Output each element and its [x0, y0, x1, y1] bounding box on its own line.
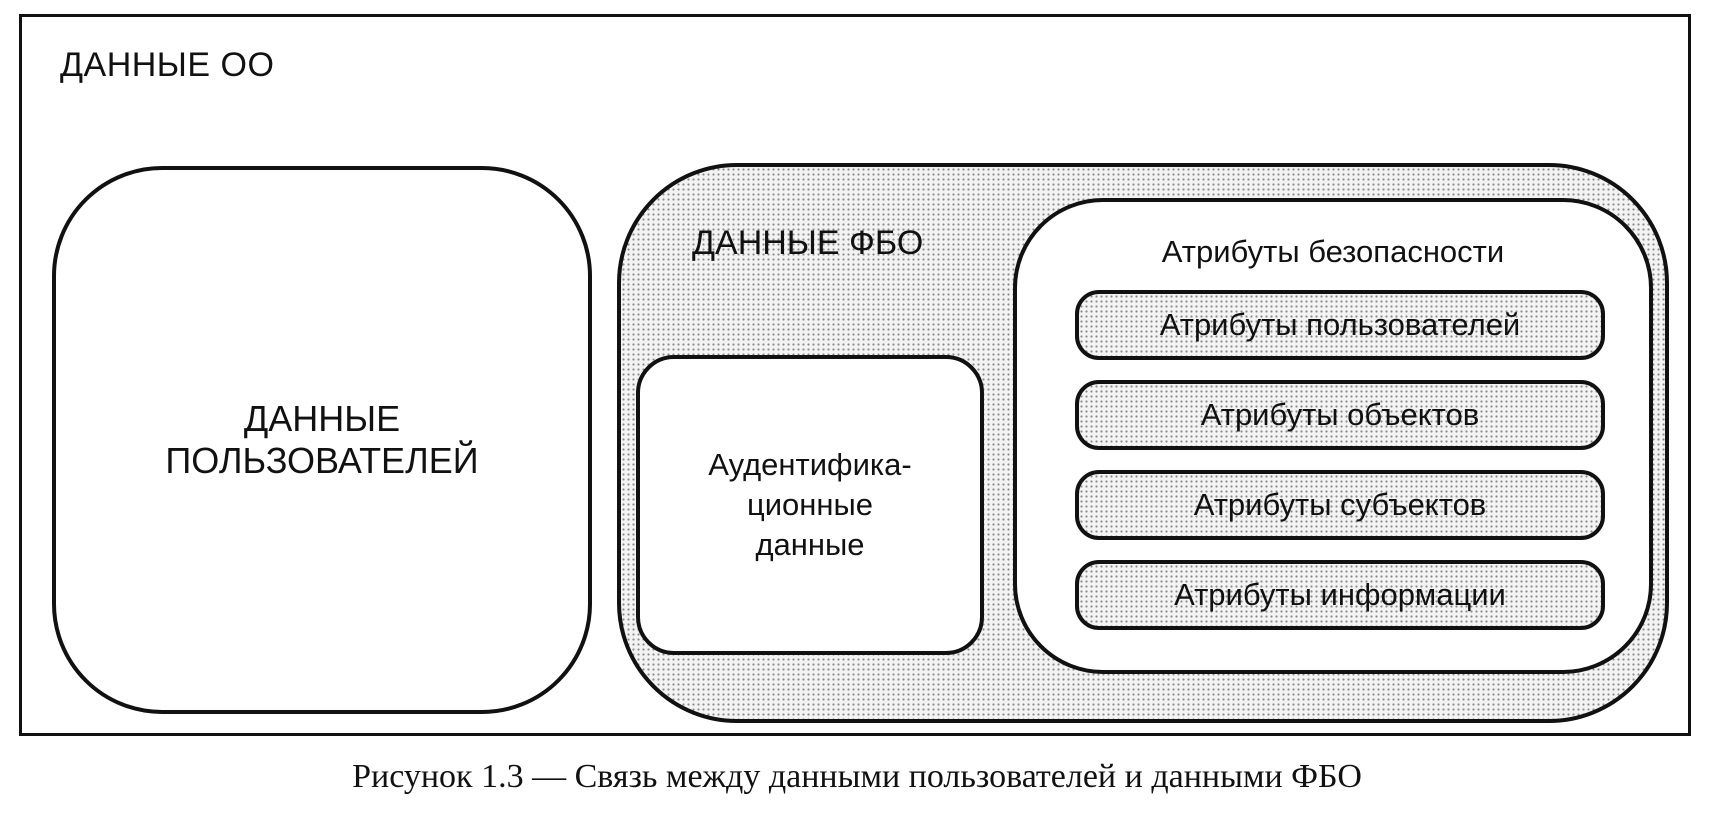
attribute-subject-box: Атрибуты субъектов: [1075, 470, 1605, 540]
attribute-information-label: Атрибуты информации: [1174, 577, 1506, 612]
attribute-object-label: Атрибуты объектов: [1200, 397, 1480, 432]
tsf-data-title: ДАННЫЕ ФБО: [692, 224, 924, 262]
user-data-box: ДАННЫЕ ПОЛЬЗОВАТЕЛЕЙ: [52, 166, 592, 714]
security-attributes-list: Атрибуты пользователей Атрибуты объектов…: [1075, 290, 1605, 630]
security-attributes-box: Атрибуты безопасности Атрибуты пользоват…: [1013, 198, 1653, 674]
security-attributes-title: Атрибуты безопасности: [1161, 234, 1505, 269]
attribute-user-label: Атрибуты пользователей: [1159, 307, 1521, 342]
attribute-object-box: Атрибуты объектов: [1075, 380, 1605, 450]
figure-caption: Рисунок 1.3 — Связь между данными пользо…: [352, 758, 1362, 795]
authentication-data-box: Аудентифика- ционные данные: [636, 355, 984, 655]
attribute-information-box: Атрибуты информации: [1075, 560, 1605, 630]
toe-data-title: ДАННЫЕ ОО: [60, 46, 275, 84]
authentication-data-label: Аудентифика- ционные данные: [708, 447, 912, 562]
attribute-subject-label: Атрибуты субъектов: [1193, 487, 1487, 522]
user-data-label: ДАННЫЕ ПОЛЬЗОВАТЕЛЕЙ: [165, 398, 479, 481]
attribute-user-box: Атрибуты пользователей: [1075, 290, 1605, 360]
